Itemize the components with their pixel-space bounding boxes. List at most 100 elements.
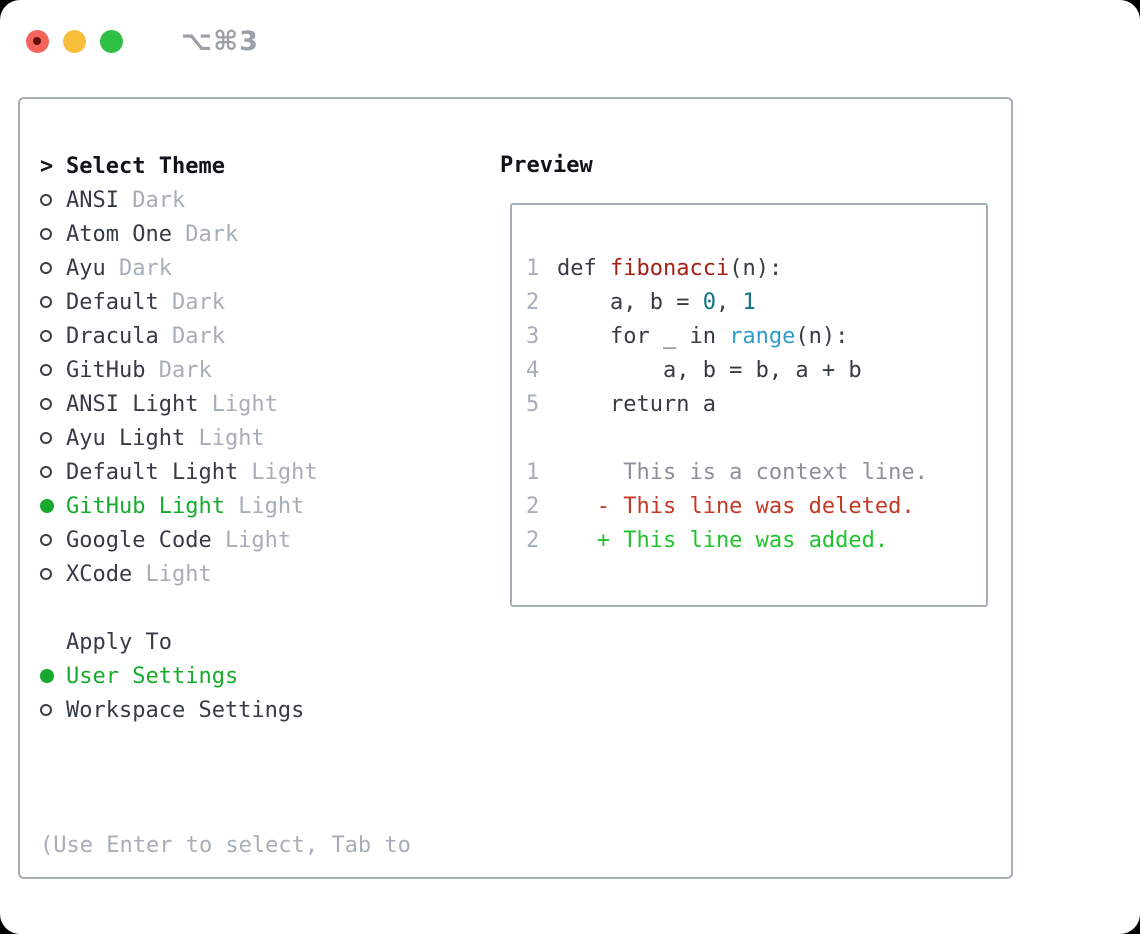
theme-item-github[interactable]: GitHub Dark: [40, 353, 411, 387]
line-number: 1: [526, 459, 540, 485]
code-text: + This line was added.: [557, 528, 888, 553]
option-label: Workspace Settings: [66, 697, 305, 723]
code-token-add: + This line was added.: [557, 527, 889, 553]
code-line: 1 This is a context line.: [526, 455, 986, 489]
theme-item-xcode[interactable]: XCode Light: [40, 557, 411, 591]
radio-cell: [40, 466, 66, 478]
apply-option-workspace-settings[interactable]: Workspace Settings: [40, 693, 411, 727]
radio-cell: [40, 228, 66, 240]
line-number: 3: [526, 323, 540, 349]
radio-unselected-icon: [40, 534, 52, 546]
code-token-default: ,: [715, 289, 743, 315]
option-variant-badge: Light: [211, 391, 278, 417]
theme-item-ansi[interactable]: ANSI Dark: [40, 183, 411, 217]
minimize-button-icon[interactable]: [63, 30, 86, 53]
apply-to-header: Apply To: [40, 625, 411, 659]
option-label: Default: [66, 289, 159, 315]
radio-cell: [40, 296, 66, 308]
option-label: GitHub: [66, 357, 146, 383]
radio-unselected-icon: [40, 398, 52, 410]
code-token-num: 1: [742, 289, 756, 315]
option-variant-badge: Light: [238, 493, 305, 519]
radio-cell: [40, 534, 66, 546]
option-label: GitHub Light: [66, 493, 225, 519]
code-line: 1 def fibonacci(n):: [526, 251, 986, 285]
prompt-icon: >: [40, 153, 54, 179]
radio-cell: [40, 432, 66, 444]
option-variant-badge: Dark: [132, 187, 186, 213]
code-text: - This line was deleted.: [557, 494, 915, 519]
option-variant-badge: Dark: [118, 255, 172, 281]
theme-item-default[interactable]: Default Dark: [40, 285, 411, 319]
radio-unselected-icon: [40, 364, 52, 376]
option-variant-badge: Light: [145, 561, 212, 587]
radio-unselected-icon: [40, 296, 52, 308]
line-number: 2: [526, 493, 540, 519]
radio-unselected-icon: [40, 228, 52, 240]
code-text: for _ in range(n):: [557, 324, 848, 349]
option-label: ANSI: [66, 187, 119, 213]
radio-unselected-icon: [40, 330, 52, 342]
option-variant-badge: Dark: [171, 289, 225, 315]
code-line: 5 return a: [526, 387, 986, 421]
line-number: 2: [526, 289, 540, 315]
code-token-default: (n):: [795, 323, 849, 349]
option-variant-badge: Light: [198, 425, 265, 451]
code-token-default: def: [557, 255, 610, 281]
radio-cell: [40, 364, 66, 376]
title-bar: ⌥⌘3: [26, 26, 259, 57]
code-text: return a: [557, 392, 716, 417]
option-variant-badge: Light: [251, 459, 318, 485]
option-label: Dracula: [66, 323, 159, 349]
select-theme-header: > Select Theme: [40, 149, 411, 183]
code-text: def fibonacci(n):: [557, 256, 782, 281]
code-token-default: (n):: [729, 255, 783, 281]
radio-cell: [40, 568, 66, 580]
keyboard-hint: (Use Enter to select, Tab to change focu…: [40, 761, 411, 934]
radio-selected-icon: [40, 499, 54, 513]
code-line: 2 a, b = 0, 1: [526, 285, 986, 319]
radio-unselected-icon: [40, 262, 52, 274]
zoom-button-icon[interactable]: [100, 30, 123, 53]
code-token-default: for _ in: [557, 323, 730, 349]
code-line: [526, 421, 986, 455]
close-button-icon[interactable]: [26, 30, 49, 53]
radio-selected-icon: [40, 669, 54, 683]
window-title: ⌥⌘3: [181, 26, 259, 57]
select-theme-title: Select Theme: [66, 153, 225, 179]
radio-unselected-icon: [40, 704, 52, 716]
theme-item-github-light[interactable]: GitHub Light Light: [40, 489, 411, 523]
radio-cell: [40, 398, 66, 410]
line-number: 4: [526, 357, 540, 383]
code-line: 4 a, b = b, a + b: [526, 353, 986, 387]
line-number: 2: [526, 527, 540, 553]
apply-option-user-settings[interactable]: User Settings: [40, 659, 411, 693]
option-label: User Settings: [66, 663, 239, 689]
code-token-ctx: This is a context line.: [557, 459, 928, 485]
code-token-default: a, b = b, a + b: [557, 357, 862, 383]
code-token-num: 0: [702, 289, 716, 315]
line-number: 1: [526, 255, 540, 281]
option-label: Google Code: [66, 527, 212, 553]
option-label: Ayu Light: [66, 425, 186, 451]
option-variant-badge: Dark: [158, 357, 212, 383]
radio-unselected-icon: [40, 194, 52, 206]
radio-cell: [40, 499, 66, 513]
radio-cell: [40, 704, 66, 716]
radio-unselected-icon: [40, 432, 52, 444]
option-label: XCode: [66, 561, 133, 587]
option-variant-badge: Dark: [185, 221, 239, 247]
code-line: 3 for _ in range(n):: [526, 319, 986, 353]
theme-item-ayu-light[interactable]: Ayu Light Light: [40, 421, 411, 455]
radio-cell: [40, 330, 66, 342]
